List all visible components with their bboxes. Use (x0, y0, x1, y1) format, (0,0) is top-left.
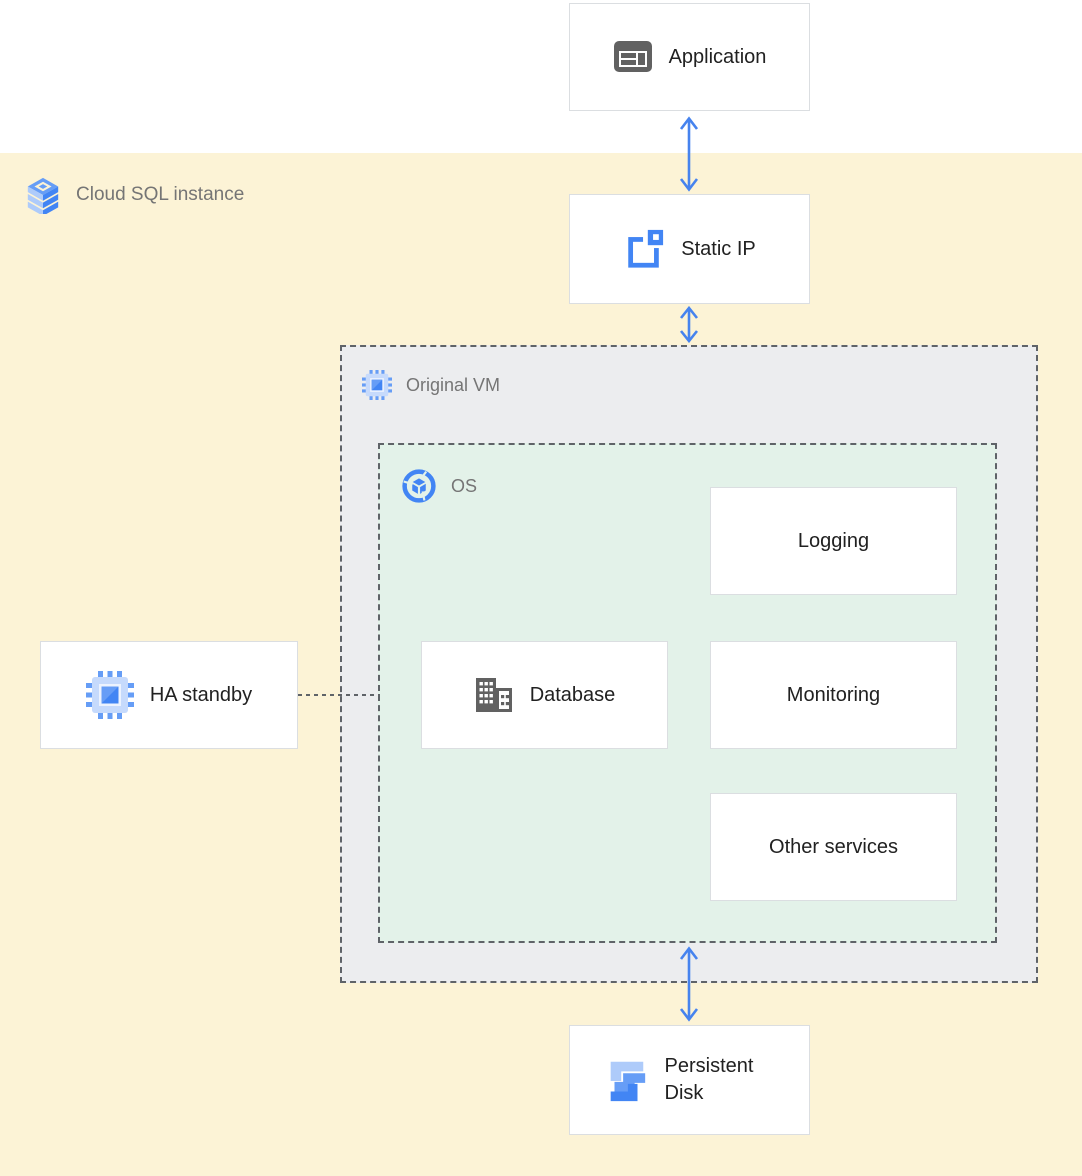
monitoring-node: Monitoring (710, 641, 957, 749)
ha-standby-connector-line (298, 694, 380, 696)
other-services-label: Other services (769, 835, 898, 858)
os-region-text: OS (451, 475, 478, 496)
database-label: Database (529, 683, 616, 706)
cloud-sql-region-text: Cloud SQL instance (76, 184, 245, 205)
os-icon (402, 469, 436, 503)
os-region-label: OS (401, 468, 477, 504)
cloud-sql-region-label: Cloud SQL instance (24, 176, 244, 214)
arrow-os-persistentdisk (679, 946, 699, 1022)
persistent-disk-label: Persistent Disk (664, 1055, 754, 1104)
compute-engine-icon (85, 671, 134, 719)
cloud-sql-icon (27, 177, 59, 214)
logging-label: Logging (797, 529, 870, 552)
static-ip-icon (628, 228, 666, 268)
persistent-disk-node: Persistent Disk (569, 1025, 810, 1135)
original-vm-region-label: Original VM (362, 370, 500, 400)
application-node: Application (569, 3, 810, 111)
static-ip-label: Static IP (681, 237, 756, 260)
other-services-node: Other services (710, 793, 957, 901)
arrow-staticip-vm (679, 306, 699, 343)
database-building-icon (475, 678, 512, 712)
persistent-disk-icon (610, 1061, 645, 1102)
logging-node: Logging (710, 487, 957, 595)
application-window-icon (613, 41, 652, 72)
static-ip-node: Static IP (569, 194, 810, 304)
monitoring-label: Monitoring (786, 683, 881, 706)
application-label: Application (668, 45, 767, 68)
arrow-application-staticip (679, 116, 699, 192)
original-vm-region-text: Original VM (406, 374, 501, 395)
ha-standby-label: HA standby (149, 683, 253, 706)
database-node: Database (421, 641, 668, 749)
ha-standby-node: HA standby (40, 641, 298, 749)
compute-engine-icon (362, 370, 392, 400)
